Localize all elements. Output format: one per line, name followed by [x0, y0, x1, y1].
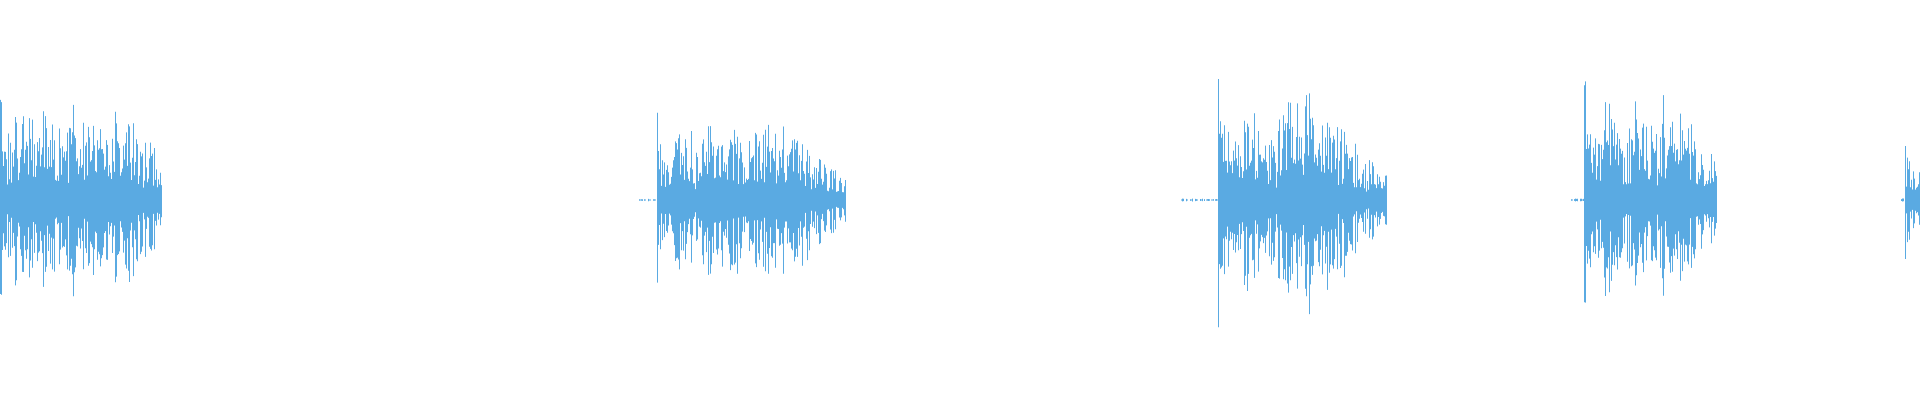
waveform-path: [1901, 146, 1920, 259]
waveform-segment: [1571, 81, 1717, 303]
waveform-segment: [639, 112, 846, 283]
waveform-segment: [1901, 146, 1920, 259]
waveform-segment: [0, 99, 162, 297]
waveform-segments: [0, 79, 1920, 328]
waveform-path: [639, 112, 846, 283]
waveform-path: [0, 99, 162, 297]
waveform-segment: [1181, 79, 1387, 328]
waveform-path: [1182, 79, 1387, 328]
waveform-path: [1571, 81, 1717, 303]
